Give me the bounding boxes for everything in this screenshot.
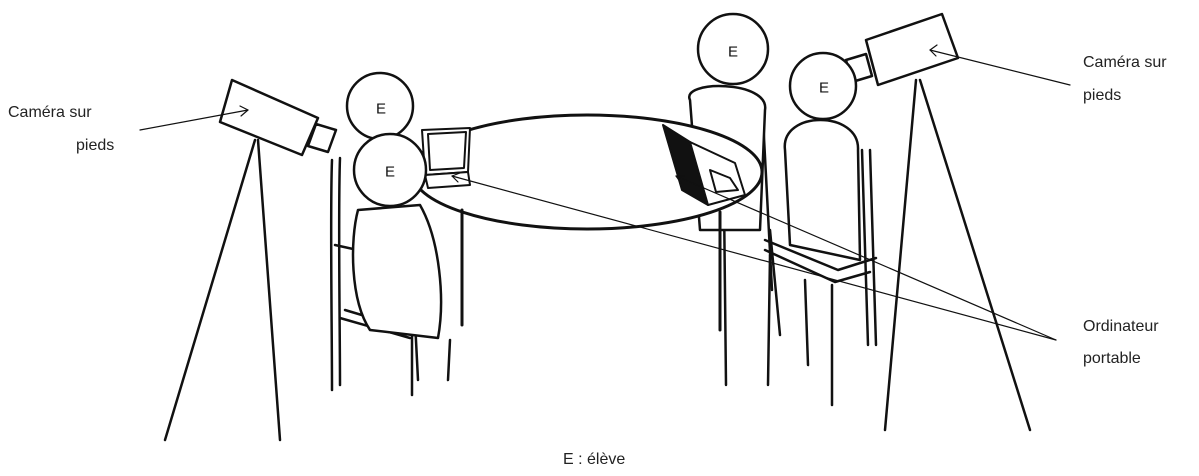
student-label: E bbox=[375, 100, 386, 118]
laptop-label-line2: portable bbox=[1083, 350, 1141, 367]
left-tripod bbox=[163, 138, 282, 442]
front-left-student bbox=[351, 132, 443, 340]
right-camera bbox=[844, 12, 960, 87]
student-label: E bbox=[818, 79, 829, 97]
legend: E : élève bbox=[563, 451, 626, 468]
camera-right-label-line2: pieds bbox=[1083, 87, 1122, 104]
camera-left-label-line1: Caméra sur bbox=[8, 104, 92, 121]
camera-left-label-line2: pieds bbox=[76, 137, 115, 154]
student-label: E bbox=[384, 163, 395, 181]
student-label: E bbox=[727, 43, 738, 61]
front-right-student bbox=[783, 51, 862, 262]
front-right-chair bbox=[763, 148, 878, 407]
laptop-pointers bbox=[451, 172, 1057, 341]
camera-right-label-line1: Caméra sur bbox=[1083, 54, 1167, 71]
camera-right-pointer bbox=[929, 44, 1071, 86]
camera-left-pointer bbox=[139, 105, 249, 131]
right-tripod bbox=[883, 78, 1032, 432]
left-camera bbox=[218, 78, 338, 157]
laptop-label-line1: Ordinateur bbox=[1083, 318, 1159, 335]
